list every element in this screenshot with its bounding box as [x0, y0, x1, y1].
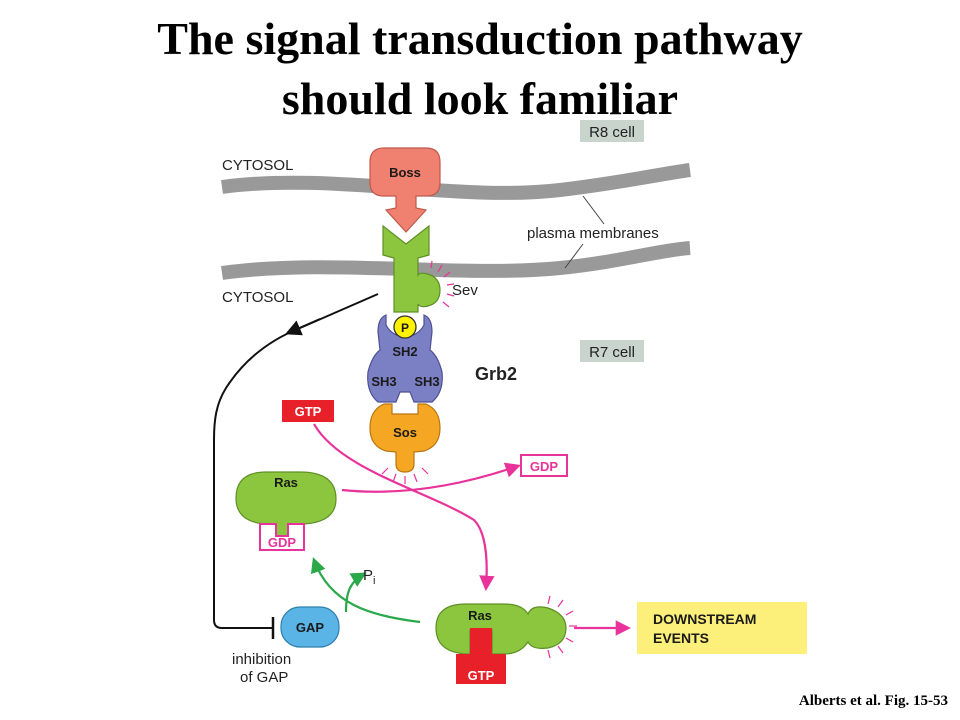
plasma-membrane-top [221, 163, 691, 200]
sh2-label: SH2 [392, 344, 417, 359]
grb2-adaptor: SH2 SH3 SH3 [367, 314, 443, 403]
inhibition-label-line1: inhibition [232, 651, 291, 668]
pi-label: Pi [363, 567, 375, 587]
svg-text:DOWNSTREAM: DOWNSTREAM [653, 611, 756, 627]
svg-text:Ras: Ras [274, 475, 298, 490]
membrane-pointer-bottom [564, 243, 584, 269]
sh3-right-label: SH3 [414, 374, 439, 389]
slide-title-line1: The signal transduction pathway [157, 13, 803, 64]
plasma-membranes-label: plasma membranes [527, 225, 659, 242]
svg-text:EVENTS: EVENTS [653, 630, 709, 646]
svg-text:GTP: GTP [295, 404, 322, 419]
sev-receptor [382, 224, 441, 313]
slide-title-line2: should look familiar [281, 73, 679, 124]
gdp-right-box: GDP [520, 454, 568, 477]
gtp-hydrolysis-arrow [310, 557, 421, 624]
ras-activation-spikes [547, 595, 577, 659]
inhibition-label-line2: of GAP [240, 669, 288, 686]
ras-gdp-complex: Ras GDP [235, 471, 337, 551]
ras-gtp-complex: Ras GTP [435, 603, 567, 684]
svg-text:P: P [401, 321, 409, 335]
inhibition-feedback-line [213, 293, 379, 629]
svg-text:Ras: Ras [468, 608, 492, 623]
svg-text:Boss: Boss [389, 165, 421, 180]
svg-text:GDP: GDP [268, 535, 297, 550]
cytosol-bottom-label: CYTOSOL [222, 289, 293, 306]
gdp-release-arrow [341, 462, 521, 493]
svg-text:R8 cell: R8 cell [589, 124, 635, 141]
svg-text:GTP: GTP [468, 668, 495, 683]
r7-cell-label: R7 cell [580, 340, 644, 362]
sev-label: Sev [452, 282, 478, 299]
sev-activation-spikes [430, 260, 455, 308]
figure-citation: Alberts et al. Fig. 15-53 [798, 693, 948, 709]
cytosol-top-label: CYTOSOL [222, 157, 293, 174]
sh3-left-label: SH3 [371, 374, 396, 389]
phospho-group: P [393, 315, 417, 339]
gtp-top-box: GTP [282, 400, 334, 422]
downstream-events-box: DOWNSTREAM EVENTS [637, 602, 807, 654]
r8-cell-label: R8 cell [580, 120, 644, 142]
svg-text:GAP: GAP [296, 620, 325, 635]
membrane-pointer-top [582, 195, 605, 225]
gap-protein: GAP [280, 606, 340, 648]
pi-release-arrow [344, 572, 367, 613]
gtp-binding-arrow [313, 423, 495, 592]
boss-protein: Boss [369, 147, 441, 233]
plasma-membrane-bottom [221, 241, 691, 280]
sos-protein: Sos [369, 403, 441, 473]
grb2-label: Grb2 [475, 364, 517, 384]
svg-text:GDP: GDP [530, 459, 559, 474]
feedback-arrowhead [285, 318, 321, 336]
svg-text:R7 cell: R7 cell [589, 344, 635, 361]
svg-text:Sos: Sos [393, 425, 417, 440]
